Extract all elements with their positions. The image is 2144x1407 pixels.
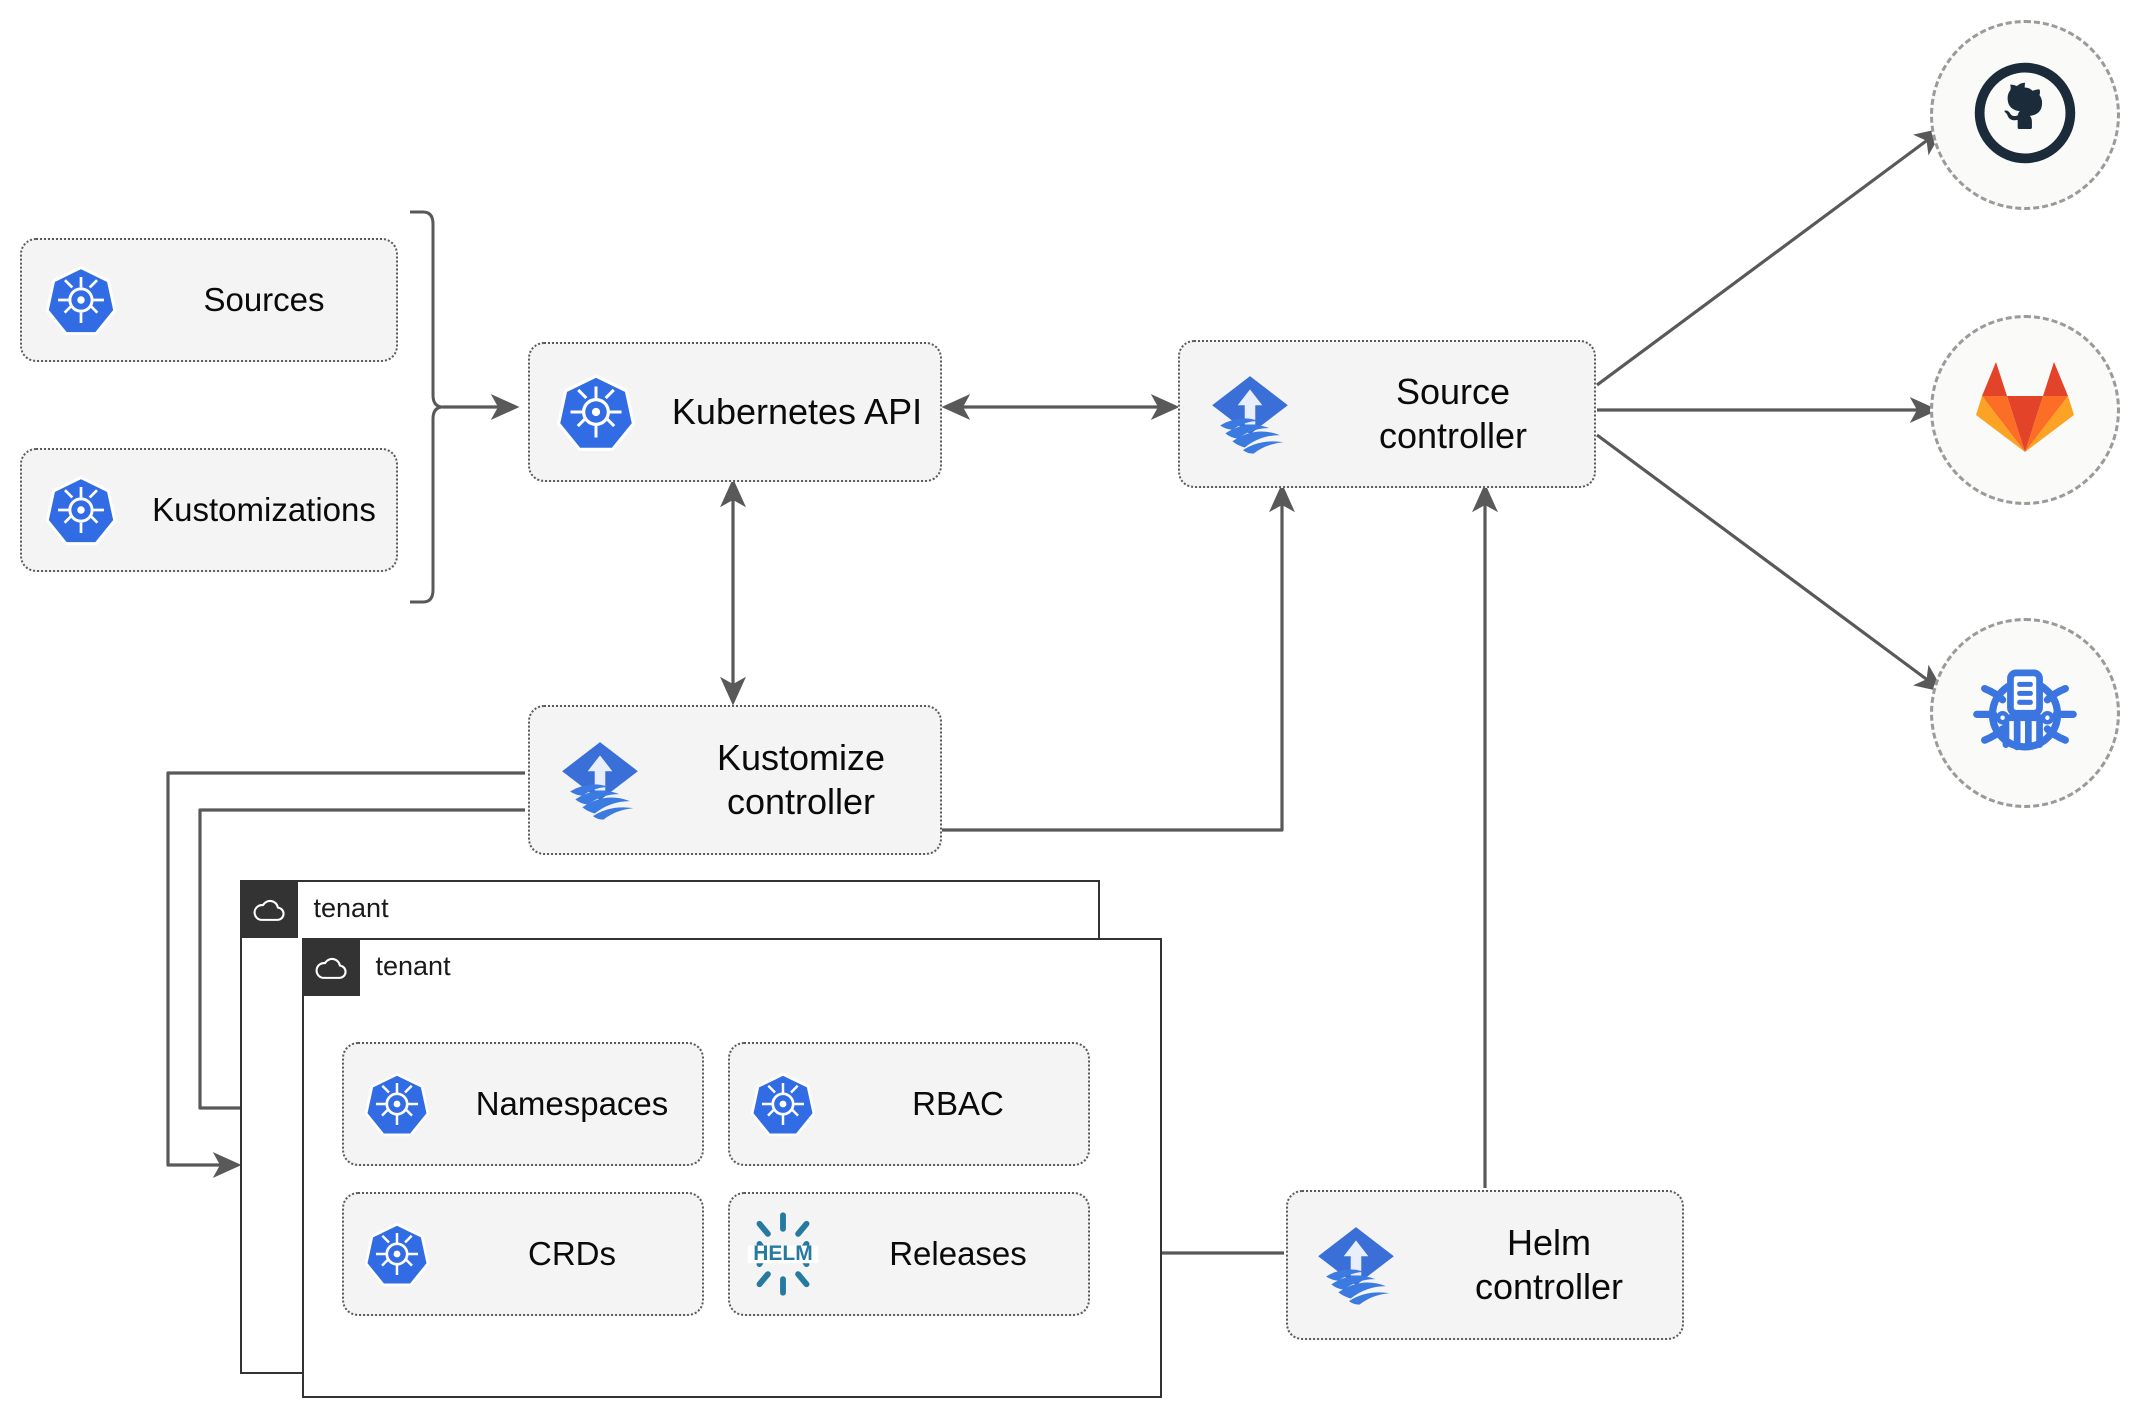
cloud-icon [301,937,360,996]
node-rbac-label: RBAC [912,1084,1004,1122]
edge-source-bucket [1596,433,1944,693]
bucket-icon [1969,655,2081,772]
edge-source-github [1596,127,1944,387]
node-sources-label: Sources [203,280,325,318]
flux-icon [530,736,670,824]
tenant-tab-outer: tenant [239,879,389,938]
kubernetes-icon [22,264,140,336]
node-namespaces[interactable]: Namespaces [342,1042,704,1166]
github-icon [1971,59,2079,172]
node-crds-label: CRDs [528,1234,616,1272]
helm-icon: HELM [730,1212,836,1296]
kubernetes-icon [344,1071,450,1137]
node-helm-controller[interactable]: Helm controller [1286,1190,1684,1340]
flux-icon [1288,1221,1424,1309]
provider-github[interactable] [1930,20,2120,210]
svg-text:HELM: HELM [753,1242,813,1265]
node-namespaces-label: Namespaces [475,1084,669,1122]
node-kustomizations[interactable]: Kustomizations [20,448,398,572]
tenant-tab-inner: tenant [301,937,451,996]
node-releases-label: Releases [889,1234,1027,1272]
node-sources[interactable]: Sources [20,238,398,362]
edge-kustomize-source [941,483,1295,832]
kubernetes-icon [344,1221,450,1287]
kubernetes-icon [530,372,662,452]
node-kubernetes-api-label: Kubernetes API [671,391,923,433]
provider-gitlab[interactable] [1930,315,2120,505]
gitlab-icon [1975,360,2075,461]
edge-brace [410,210,445,604]
node-kustomize-controller-label: Kustomize controller [716,737,886,822]
node-source-controller-label: Source controller [1378,371,1528,456]
node-helm-controller-label: Helm controller [1474,1222,1624,1307]
cloud-icon [239,879,298,938]
node-kubernetes-api[interactable]: Kubernetes API [528,342,942,482]
node-rbac[interactable]: RBAC [728,1042,1090,1166]
flux-icon [1180,370,1320,458]
provider-bucket[interactable] [1930,618,2120,808]
node-kustomize-controller[interactable]: Kustomize controller [528,705,942,855]
tenant-frame-inner: tenant [301,937,1162,1398]
node-kustomizations-label: Kustomizations [152,490,376,528]
node-crds[interactable]: CRDs [342,1192,704,1316]
kubernetes-icon [22,474,140,546]
node-releases[interactable]: HELM Releases [728,1192,1090,1316]
tenant-label-outer: tenant [313,893,389,923]
kubernetes-icon [730,1071,836,1137]
node-source-controller[interactable]: Source controller [1178,340,1596,488]
tenant-label-inner: tenant [375,951,451,981]
